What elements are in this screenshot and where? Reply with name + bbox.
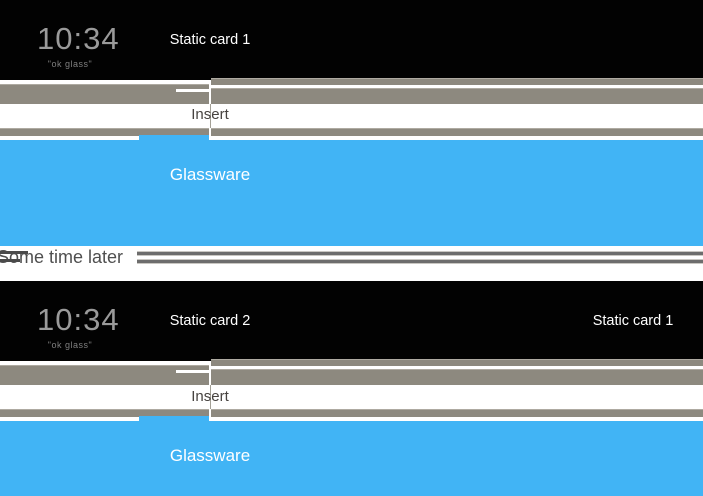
timeline2-bottom-bar-right [211,409,703,417]
timeline2-glassware-card-tab [139,416,209,422]
divider-line-bottom [137,260,703,263]
divider-line-top [137,252,703,255]
clock-text: 10:34 [37,302,120,337]
timeline1-left-bar-gap [176,89,209,92]
some-time-later-label: Some time later [0,247,124,267]
timeline1-bottom-bar-right [211,128,703,136]
timeline1-insert-label: Insert [191,106,229,123]
timeline1-insert-seam-line [210,104,211,128]
timeline1-glassware-card-tab [139,135,209,141]
timeline1-edge-bar-right-thin [211,78,703,85]
timeline1-edge-bar-right [211,88,703,104]
timeline1-home-card: 10:34 "ok glass" Static card 1 [0,0,703,80]
glassware-label: Glassware [169,446,251,465]
timeline1-bottom-bar-left [0,128,209,136]
glassware-label: Glassware [169,165,251,184]
divider-line-stub-bottom [0,259,20,262]
timeline1-glassware-card: Glassware [0,140,703,246]
timeline2-glassware-card: Glassware [0,421,703,496]
timeline2-edge-bar-left [0,365,209,385]
timeline2-edge-bar-right-thin [211,359,703,366]
divider-line-stub-top [0,251,28,254]
ok-glass-hint: "ok glass" [47,340,93,350]
timeline2-edge-bar-right [211,369,703,385]
timeline2-insert-seam-line [210,385,211,409]
timeline1-edge-bar-left [0,84,209,104]
ok-glass-hint: "ok glass" [47,59,93,69]
static-card-1-label: Static card 1 [169,32,251,48]
timeline2-home-card: 10:34 "ok glass" Static card 2 Static ca… [0,281,703,361]
timeline2-left-bar-gap [176,370,209,373]
timeline2-insert-label: Insert [191,388,229,405]
timeline2-bottom-bar-left [0,409,209,417]
clock-text: 10:34 [37,21,120,56]
static-card-2-label: Static card 2 [169,313,251,329]
static-card-1-label: Static card 1 [592,313,674,329]
